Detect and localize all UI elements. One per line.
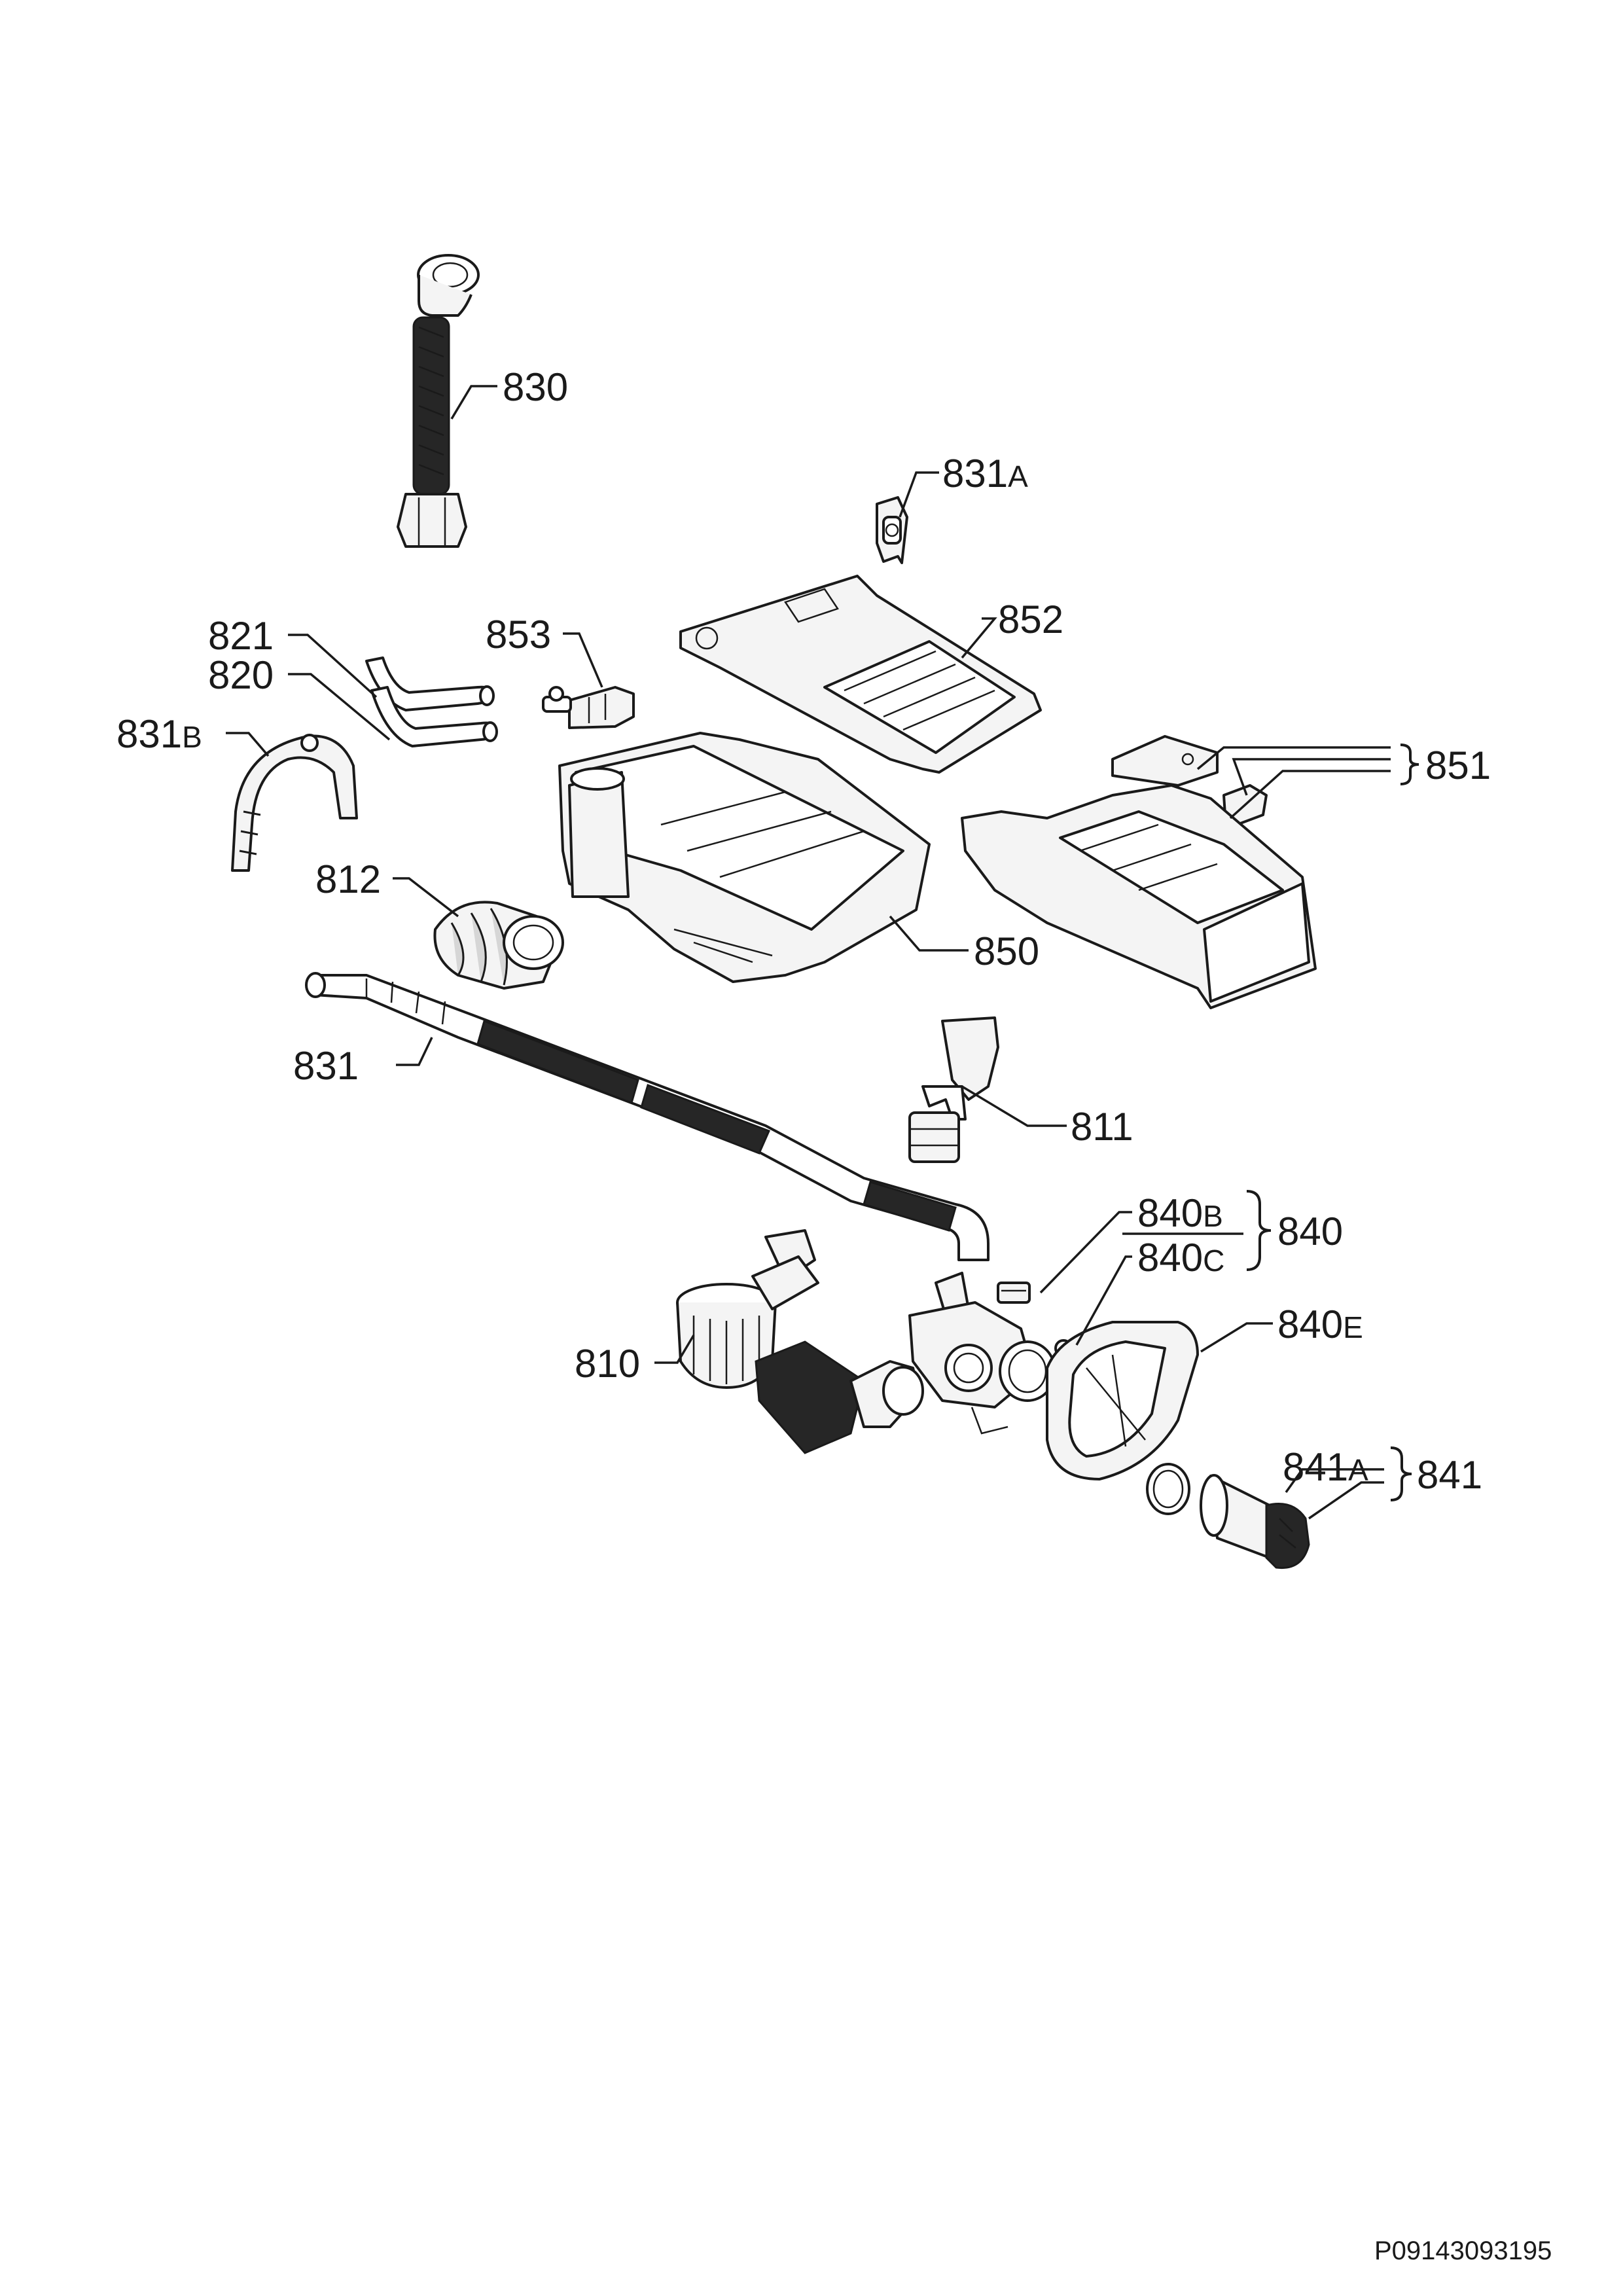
part-821-820-hoses-drawing: [365, 656, 498, 747]
label-820: 820: [208, 653, 274, 697]
label-830: 830: [503, 365, 568, 409]
brace-840: [1246, 1190, 1272, 1271]
part-labels: 830 831A 821 820 853 852 831B 851 812 85…: [116, 365, 1491, 1497]
leader-841a: [1285, 1468, 1384, 1494]
leader-810: [654, 1335, 695, 1364]
label-840e: 840E: [1277, 1302, 1363, 1346]
part-831a-clip-drawing: [876, 496, 908, 564]
leader-840e: [1200, 1322, 1273, 1353]
leader-850: [889, 915, 969, 952]
part-850-dispenser-housing-drawing: [558, 732, 931, 983]
label-853: 853: [486, 613, 551, 656]
brace-851: [1400, 744, 1419, 785]
leader-853: [563, 632, 603, 688]
document-code: P09143093195: [1374, 2236, 1552, 2265]
leader-840b: [1039, 1211, 1132, 1294]
label-812: 812: [315, 857, 381, 901]
label-840c: 840C: [1137, 1236, 1224, 1280]
label-810: 810: [575, 1342, 640, 1386]
brace-841: [1390, 1446, 1412, 1501]
leader-831a: [899, 471, 939, 518]
part-840-pump-housing-drawing: [908, 1272, 1073, 1435]
leader-811: [961, 1085, 1067, 1127]
leader-851-a: [1196, 746, 1391, 770]
label-831a: 831A: [942, 452, 1028, 495]
leader-812: [393, 877, 459, 918]
leader-851-b: [1232, 758, 1391, 796]
leader-841: [1308, 1481, 1384, 1520]
part-852-dispenser-lid-drawing: [679, 575, 1042, 774]
group-braces: [1246, 744, 1419, 1501]
label-831: 831: [293, 1044, 359, 1088]
part-831-drain-hose-drawing: [305, 972, 990, 1261]
part-853-valve-drawing: [542, 686, 635, 729]
leader-840c: [1075, 1255, 1132, 1346]
leader-852: [961, 617, 997, 659]
label-841a: 841A: [1283, 1445, 1368, 1489]
part-831b-hose-guide-drawing: [231, 734, 358, 872]
part-840e-pump-cover-drawing: [1046, 1321, 1199, 1480]
leader-lines: [226, 385, 1391, 1520]
part-812-bellows-drawing: [433, 901, 564, 990]
label-841: 841: [1417, 1453, 1482, 1497]
label-831b: 831B: [116, 712, 202, 756]
label-851: 851: [1425, 744, 1491, 787]
part-830-drain-hose-drawing: [397, 254, 480, 548]
part-841-filter-drawing: [1146, 1463, 1310, 1570]
label-840: 840: [1277, 1210, 1343, 1253]
part-810-sump-drawing: [676, 1229, 924, 1454]
leader-851-c: [1229, 770, 1391, 819]
label-840b: 840B: [1137, 1191, 1223, 1235]
leader-831: [396, 1037, 433, 1066]
label-811: 811: [1071, 1105, 1133, 1149]
leader-831b: [226, 732, 270, 757]
label-850: 850: [974, 929, 1039, 973]
label-821: 821: [208, 614, 274, 658]
part-851-dispenser-drawer-drawing: [961, 735, 1317, 1009]
leader-821: [288, 634, 378, 698]
label-852: 852: [998, 598, 1063, 641]
leader-820: [288, 673, 391, 741]
part-811-pressure-chamber-drawing: [908, 1016, 999, 1163]
leader-830: [450, 385, 497, 420]
